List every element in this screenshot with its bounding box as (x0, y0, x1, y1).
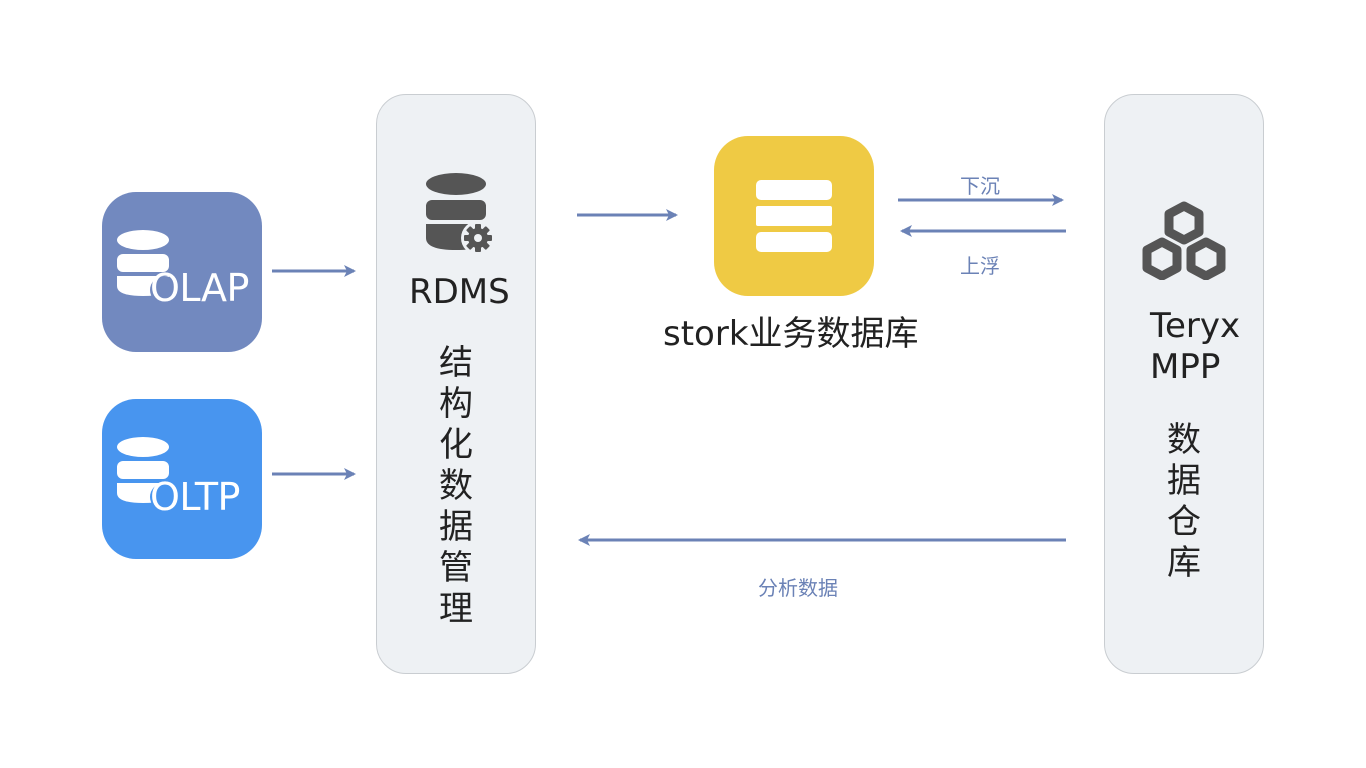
database-icon (117, 230, 176, 304)
oltp-label: OLTP (150, 475, 240, 519)
olap-tile: OLAP (102, 192, 262, 352)
oltp-tile: OLTP (102, 399, 262, 559)
teryx-subtitle: 数据仓库 (1167, 420, 1201, 583)
teryx-title-line1: Teryx (1150, 306, 1241, 346)
stork-label: stork业务数据库 (663, 314, 919, 354)
sink-label: 下沉 (960, 174, 1000, 198)
stork-tile (714, 136, 874, 296)
hexagon-cluster-icon (1142, 201, 1226, 280)
teryx-title-line2: MPP (1150, 347, 1221, 387)
float-label: 上浮 (960, 254, 1000, 278)
teryx-panel (1104, 94, 1264, 674)
rdms-subtitle: 结构化数据管理 (439, 343, 473, 629)
stack-icon (756, 180, 832, 252)
rdms-title: RDMS (409, 272, 510, 312)
analysis-label: 分析数据 (758, 576, 838, 600)
olap-label: OLAP (150, 266, 249, 310)
database-gear-icon (426, 173, 495, 255)
database-icon (117, 437, 176, 511)
